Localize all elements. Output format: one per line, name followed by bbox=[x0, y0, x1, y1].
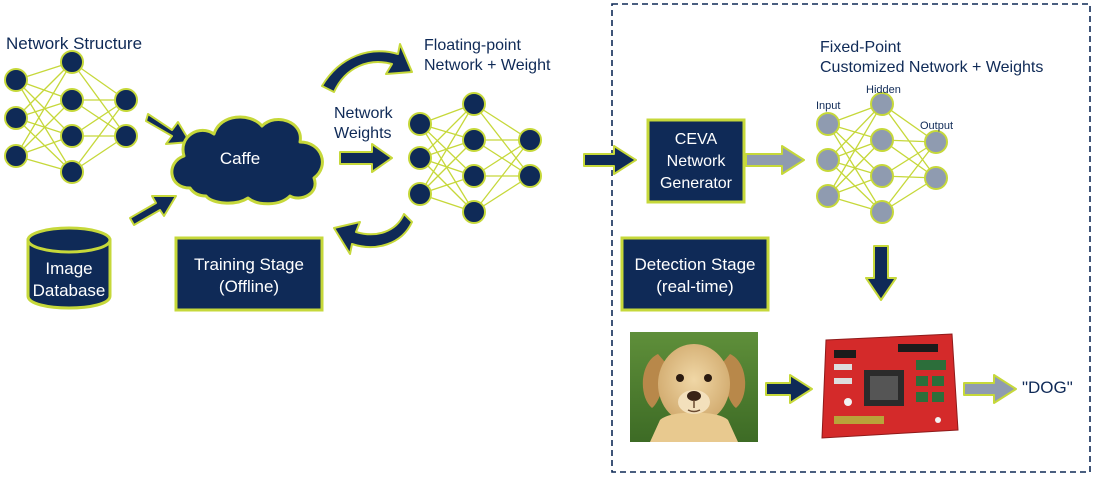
arrow-network-to-board bbox=[865, 245, 897, 301]
training-stage-label-line1: Training Stage bbox=[194, 255, 304, 274]
floating-point-label-line1: Floating-point bbox=[424, 37, 521, 54]
floating-network-node bbox=[408, 146, 432, 170]
network-structure-label: Network Structure bbox=[6, 34, 143, 53]
network-structure-node bbox=[60, 50, 84, 74]
image-database-label-line2: Database bbox=[32, 281, 106, 300]
image-database-label-line1: Image bbox=[45, 259, 93, 278]
network-structure-edge bbox=[71, 99, 127, 173]
floating-network-edge bbox=[419, 123, 475, 213]
fixed-network-node bbox=[924, 130, 948, 154]
network-structure-edge bbox=[71, 61, 127, 137]
fixed-network-node bbox=[870, 164, 894, 188]
floating-network-node bbox=[462, 128, 486, 152]
network-structure-node bbox=[60, 160, 84, 184]
network-structure-edge bbox=[15, 99, 73, 157]
ceva-label-line1: CEVA bbox=[674, 131, 718, 148]
floating-network-node bbox=[518, 164, 542, 188]
fixed-point-label-line1: Fixed-Point bbox=[820, 39, 901, 56]
arrow-ceva-to-fixed-network bbox=[745, 145, 805, 175]
fixed-network-edge bbox=[827, 139, 883, 197]
network-structure-node bbox=[4, 68, 28, 92]
ceva-label-line2: Network bbox=[666, 153, 726, 170]
fixed-network-node bbox=[924, 166, 948, 190]
network-structure-edge bbox=[15, 61, 73, 119]
arrow-curved-top bbox=[321, 43, 413, 93]
network-structure-node bbox=[4, 106, 28, 130]
floating-network-edge bbox=[473, 139, 531, 213]
database-cylinder-icon bbox=[26, 226, 112, 310]
detection-region-border bbox=[611, 3, 1091, 473]
fixed-network-node bbox=[816, 112, 840, 136]
dog-output-label: "DOG" bbox=[1022, 378, 1073, 397]
network-structure-edge bbox=[15, 61, 73, 157]
detection-stage-box bbox=[620, 236, 770, 312]
network-structure-node bbox=[4, 144, 28, 168]
fixed-point-network-nodes bbox=[816, 92, 948, 224]
hidden-layer-label: Hidden bbox=[866, 84, 901, 96]
fixed-network-node bbox=[870, 92, 894, 116]
floating-point-network-nodes bbox=[408, 92, 542, 224]
floating-network-edge bbox=[419, 103, 475, 195]
fixed-network-edge bbox=[827, 103, 883, 161]
floating-network-node bbox=[462, 200, 486, 224]
output-layer-label: Output bbox=[920, 120, 954, 132]
floating-point-label-line2: Network + Weight bbox=[424, 57, 551, 74]
detection-stage-label-line1: Detection Stage bbox=[634, 255, 756, 274]
ceva-generator-box bbox=[646, 118, 746, 204]
fixed-network-edge bbox=[827, 103, 883, 197]
floating-network-node bbox=[408, 112, 432, 136]
training-stage-label-line2: (Offline) bbox=[218, 277, 280, 296]
network-structure-edge bbox=[15, 79, 73, 173]
input-layer-label: Input bbox=[816, 100, 841, 112]
arrow-curved-bottom bbox=[333, 213, 413, 255]
detection-stage-label-line2: (real-time) bbox=[656, 277, 734, 296]
arrow-network-to-caffe bbox=[145, 113, 191, 145]
arrow-board-to-output bbox=[963, 374, 1017, 404]
network-structure-node bbox=[114, 88, 138, 112]
floating-network-node bbox=[408, 182, 432, 206]
floating-network-edge bbox=[419, 103, 475, 159]
floating-network-node bbox=[462, 164, 486, 188]
arrow-database-to-caffe bbox=[129, 195, 177, 226]
fixed-point-label-line2: Customized Network + Weights bbox=[820, 59, 1044, 76]
network-weights-label-line2: Weights bbox=[334, 125, 392, 142]
network-structure-node bbox=[60, 88, 84, 112]
arrow-to-ceva bbox=[583, 145, 637, 175]
floating-network-node bbox=[462, 92, 486, 116]
fixed-network-node bbox=[816, 148, 840, 172]
network-weights-label-line1: Network bbox=[334, 105, 393, 122]
caffe-label: Caffe bbox=[219, 149, 261, 168]
fixed-network-edge bbox=[881, 141, 937, 213]
arrow-dog-to-board bbox=[765, 374, 813, 404]
network-structure-node bbox=[60, 124, 84, 148]
fixed-network-node bbox=[870, 128, 894, 152]
network-structure-nodes bbox=[4, 50, 138, 184]
circuit-board-image bbox=[821, 333, 959, 439]
arrow-caffe-to-network bbox=[339, 143, 393, 173]
floating-network-node bbox=[518, 128, 542, 152]
training-stage-box bbox=[174, 236, 324, 312]
fixed-network-node bbox=[816, 184, 840, 208]
floating-network-edge bbox=[419, 139, 475, 195]
cloud-icon bbox=[170, 115, 324, 206]
ceva-label-line3: Generator bbox=[659, 175, 733, 192]
network-structure-node bbox=[114, 124, 138, 148]
network-structure-edge bbox=[15, 117, 73, 173]
dog-photo bbox=[630, 332, 758, 442]
fixed-network-node bbox=[870, 200, 894, 224]
